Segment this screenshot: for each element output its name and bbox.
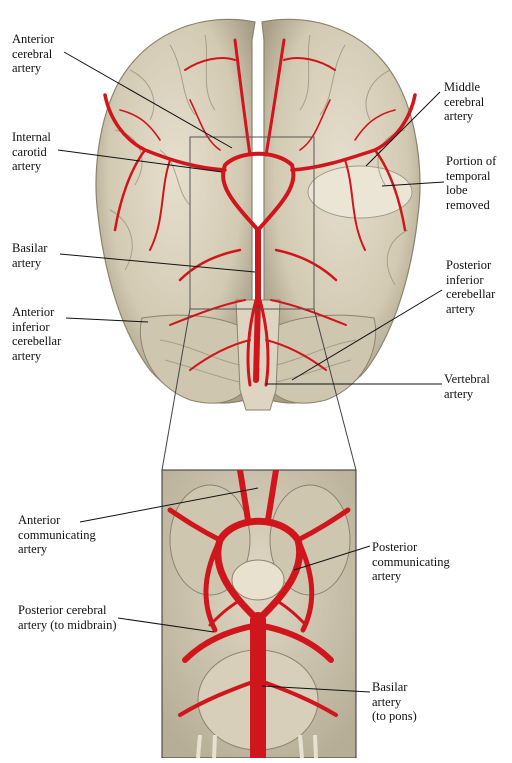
- brain-ventral-view: [96, 19, 420, 410]
- label-anterior-inferior-cerebellar-artery: Anterior inferior cerebellar artery: [12, 305, 61, 363]
- label-portion-of-temporal-lobe-removed: Portion of temporal lobe removed: [446, 154, 496, 212]
- label-vertebral-artery: Vertebral artery: [444, 372, 490, 401]
- label-internal-carotid-artery: Internal carotid artery: [12, 130, 51, 174]
- cerebellum-left: [140, 315, 248, 403]
- inset-detail: [162, 470, 356, 758]
- cerebellum-right: [268, 315, 376, 403]
- label-anterior-communicating-artery: Anterior communicating artery: [18, 513, 96, 557]
- basilar-artery-main: [256, 230, 258, 380]
- label-posterior-communicating-artery: Posterior communicating artery: [372, 540, 450, 584]
- label-basilar-artery-to-pons: Basilar artery (to pons): [372, 680, 417, 724]
- label-basilar-artery: Basilar artery: [12, 241, 47, 270]
- label-posterior-inferior-cerebellar-artery: Posterior inferior cerebellar artery: [446, 258, 495, 316]
- label-anterior-cerebral-artery: Anterior cerebral artery: [12, 32, 54, 76]
- label-middle-cerebral-artery: Middle cerebral artery: [444, 80, 484, 124]
- label-posterior-cerebral-artery: Posterior cerebral artery (to midbrain): [18, 603, 117, 632]
